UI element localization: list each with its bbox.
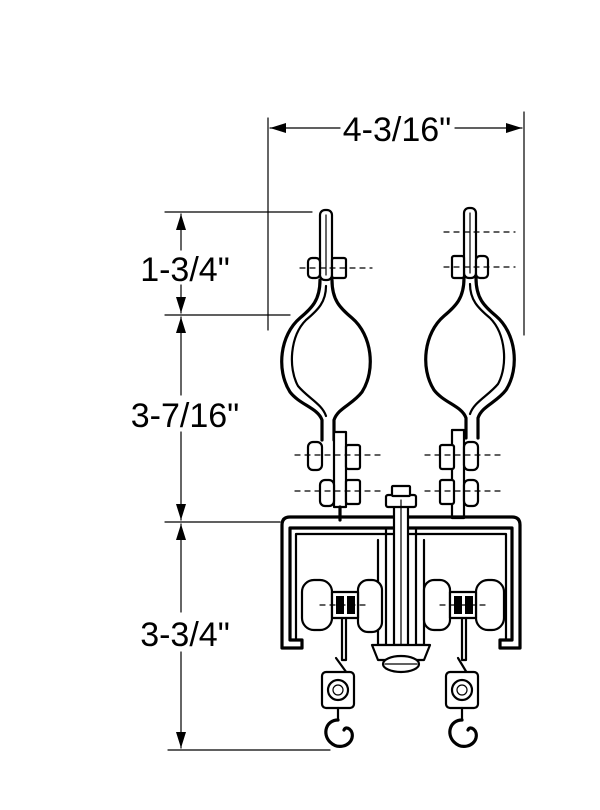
- width-dimension: 4-3/16": [267, 111, 525, 336]
- top-dimension-label: 1-3/4": [140, 251, 230, 289]
- left-eye-hook: [320, 670, 356, 748]
- right-eye-hook: [444, 670, 480, 748]
- vertical-dimension-chain: 1-3/4" 3-7/16" 3-3/4": [131, 211, 331, 751]
- right-pipe-clamp: [424, 206, 516, 520]
- bottom-dimension-label: 3-3/4": [140, 616, 230, 654]
- left-wheel-set: [300, 578, 384, 682]
- trolley-channel: [280, 484, 522, 674]
- width-dimension-label: 4-3/16": [343, 111, 451, 149]
- right-wheel-set: [422, 578, 506, 680]
- left-pipe-clamp: [280, 208, 381, 522]
- middle-dimension-label: 3-7/16": [131, 397, 239, 435]
